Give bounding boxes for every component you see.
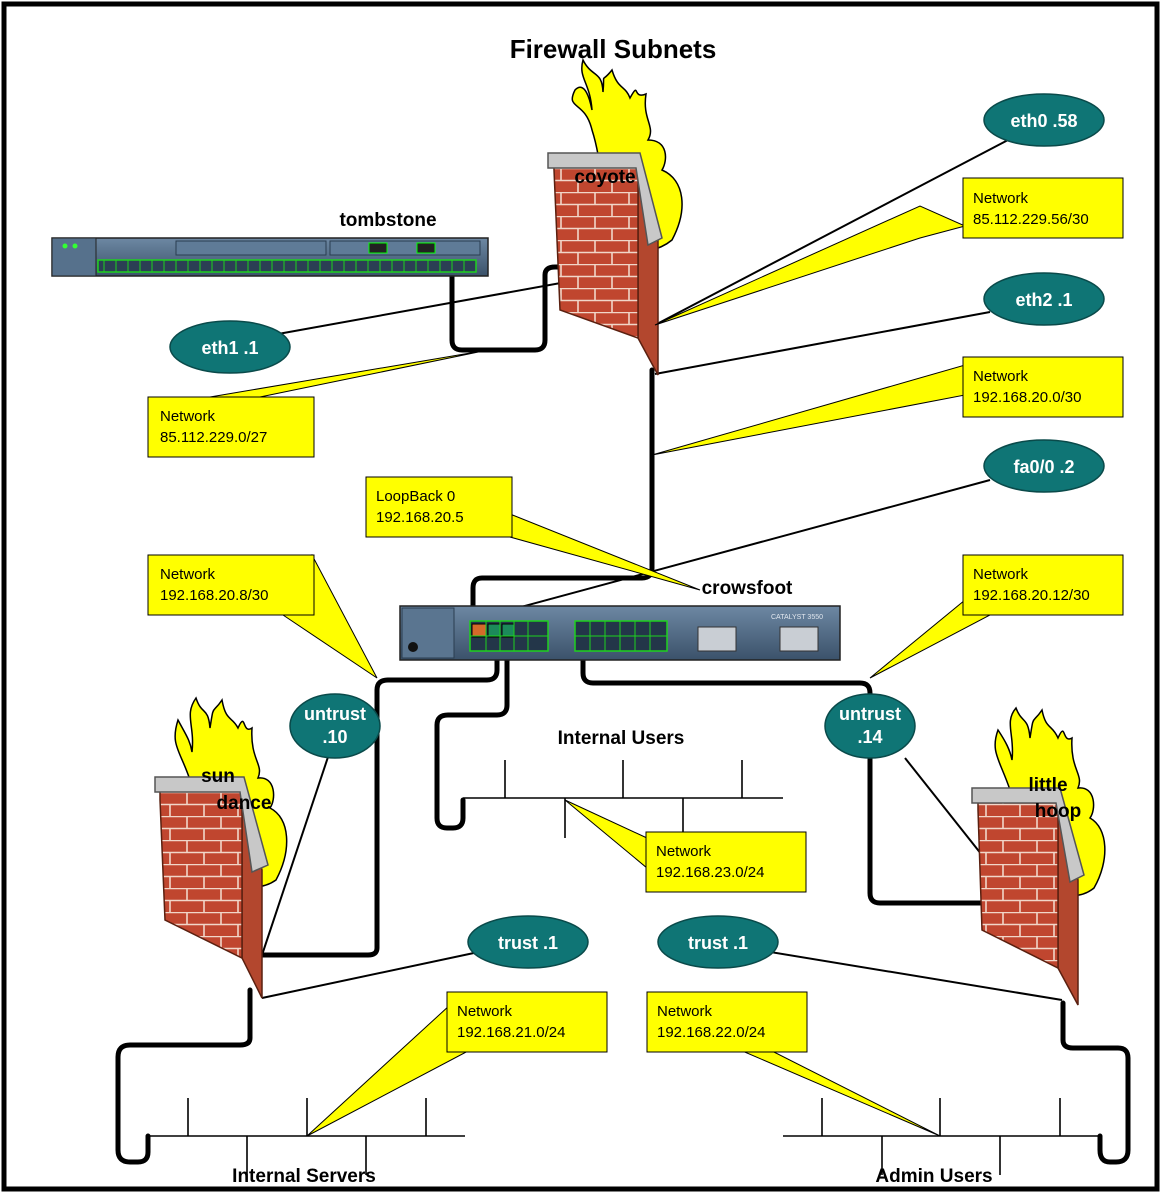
lan-internal-users <box>463 760 783 838</box>
callout-net-21-line2: 192.168.21.0/24 <box>457 1024 565 1041</box>
callout-net-20-12: Network 192.168.20.12/30 <box>869 554 1124 679</box>
callout-net-21: Network 192.168.21.0/24 <box>306 991 608 1137</box>
label-internal-users: Internal Users <box>558 728 685 749</box>
callout-net-56: Network 85.112.229.56/30 <box>654 177 1124 326</box>
line-eth1 <box>277 274 606 335</box>
callout-net-0-27: Network 85.112.229.0/27 <box>147 349 489 458</box>
label-sundance-line2: dance <box>217 793 272 814</box>
firewall-sundance <box>154 696 288 999</box>
callout-net-56-line2: 85.112.229.56/30 <box>973 211 1089 228</box>
label-coyote: coyote <box>574 167 635 188</box>
line-untrust-10 <box>261 735 336 956</box>
lan-internal-servers <box>148 1098 465 1175</box>
label-littlehoop-line2: hoop <box>1035 801 1081 822</box>
callout-loopback-line2: 192.168.20.5 <box>376 509 464 526</box>
callout-net-20-0-line1: Network <box>973 368 1029 385</box>
label-crowsfoot: crowsfoot <box>702 578 793 599</box>
oval-eth0[interactable]: eth0 .58 <box>983 93 1105 147</box>
oval-untrust-10[interactable]: untrust .10 <box>289 693 381 759</box>
label-eth2: eth2 .1 <box>1015 290 1072 310</box>
line-fa00 <box>472 479 991 621</box>
cable-crowsfoot-sundance <box>259 622 500 958</box>
callout-net-22-line1: Network <box>657 1003 713 1020</box>
label-sundance-line1: sun <box>201 766 235 787</box>
callout-net-0-27-line2: 85.112.229.0/27 <box>160 429 267 446</box>
cable-sundance-servers <box>115 987 253 1165</box>
label-untrust-10-line2: .10 <box>322 727 347 747</box>
cable-crowsfoot-littlehoop <box>580 622 1023 906</box>
oval-fa00[interactable]: fa0/0 .2 <box>983 439 1105 493</box>
line-trust-left <box>261 949 489 999</box>
label-untrust-14-line1: untrust <box>839 704 901 724</box>
diagram-title: Firewall Subnets <box>510 34 717 64</box>
cable-crowsfoot-internal-users <box>434 622 510 831</box>
callout-net-20-12-line1: Network <box>973 566 1029 583</box>
callout-net-20-8-line1: Network <box>160 566 216 583</box>
line-eth2 <box>654 311 991 375</box>
callout-net-56-line1: Network <box>973 190 1029 207</box>
label-internal-servers: Internal Servers <box>232 1166 376 1187</box>
callout-net-21-line1: Network <box>457 1003 513 1020</box>
firewall-littlehoop <box>971 706 1106 1006</box>
callout-net-0-27-line1: Network <box>160 408 216 425</box>
label-eth0: eth0 .58 <box>1010 111 1077 131</box>
label-untrust-10-line1: untrust <box>304 704 366 724</box>
label-untrust-14-line2: .14 <box>857 727 882 747</box>
callout-net-20-8-line2: 192.168.20.8/30 <box>160 587 268 604</box>
oval-untrust-14[interactable]: untrust .14 <box>824 693 916 759</box>
callout-net-22: Network 192.168.22.0/24 <box>646 991 941 1137</box>
cable-tombstone-coyote <box>449 264 601 353</box>
callout-net-23-line1: Network <box>656 843 712 860</box>
label-admin-users: Admin Users <box>875 1166 992 1187</box>
callout-loopback: LoopBack 0 192.168.20.5 <box>365 476 701 591</box>
callout-loopback-line1: LoopBack 0 <box>376 488 455 505</box>
label-trust-right: trust .1 <box>688 933 748 953</box>
firewall-coyote <box>547 57 683 376</box>
label-tombstone: tombstone <box>339 210 436 231</box>
callout-net-20-0-line2: 192.168.20.0/30 <box>973 389 1081 406</box>
oval-trust-left[interactable]: trust .1 <box>467 915 589 969</box>
label-eth1: eth1 .1 <box>201 338 258 358</box>
oval-eth2[interactable]: eth2 .1 <box>983 272 1105 326</box>
callout-net-22-line2: 192.168.22.0/24 <box>657 1024 765 1041</box>
callout-net-20-8: Network 192.168.20.8/30 <box>147 553 378 679</box>
label-littlehoop-line1: little <box>1028 775 1067 796</box>
callout-net-20-0: Network 192.168.20.0/30 <box>651 356 1124 456</box>
callout-net-23-line2: 192.168.23.0/24 <box>656 864 764 881</box>
cable-littlehoop-admin <box>1060 1000 1131 1165</box>
oval-eth1[interactable]: eth1 .1 <box>169 320 291 374</box>
callout-net-23: Network 192.168.23.0/24 <box>564 799 807 893</box>
router-tombstone <box>51 237 489 277</box>
label-fa00: fa0/0 .2 <box>1013 457 1074 477</box>
callout-net-20-12-line2: 192.168.20.12/30 <box>973 587 1090 604</box>
label-trust-left: trust .1 <box>498 933 558 953</box>
switch-brand: CATALYST 3550 <box>771 614 823 621</box>
line-eth0 <box>654 139 1009 326</box>
switch-crowsfoot: CATALYST 3550 <box>399 605 841 661</box>
line-trust-right <box>757 949 1063 1001</box>
oval-trust-right[interactable]: trust .1 <box>657 915 779 969</box>
lan-admin-users <box>783 1098 1100 1175</box>
